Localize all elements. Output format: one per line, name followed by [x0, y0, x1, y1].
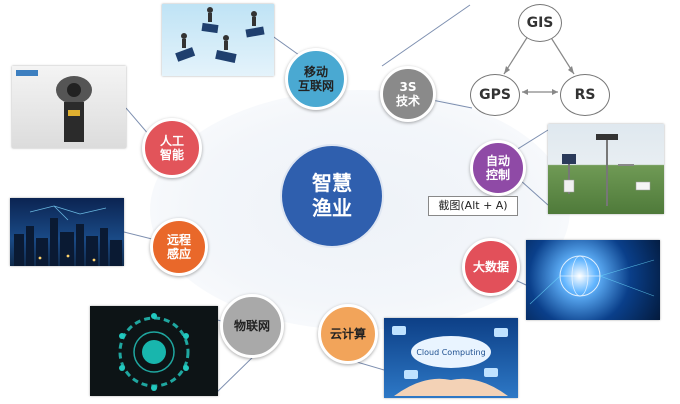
mobile-internet-image [162, 4, 274, 76]
remote-sensing-city-image [10, 198, 124, 266]
node-big-data: 大数据 [462, 238, 520, 296]
cloud-hands-icon: Cloud Computing [392, 326, 508, 396]
screenshot-tooltip: 截图(Alt + A) [428, 196, 518, 216]
cloud-text: Cloud Computing [416, 348, 485, 357]
cloud-computing-image: Cloud Computing [384, 318, 518, 398]
node-iot-label: 物联网 [233, 319, 270, 333]
node-big-data-label: 大数据 [472, 260, 509, 274]
node-auto-control: 自动 控制 [470, 140, 526, 196]
rs-label: RS [574, 87, 596, 103]
big-data-globe-image [526, 240, 660, 320]
node-iot: 物联网 [220, 294, 284, 358]
robot-camera-icon [16, 70, 92, 142]
gis-node: GIS [518, 4, 562, 42]
gis-arrows [503, 35, 575, 95]
gis-label: GIS [526, 15, 554, 31]
gis-gps-rs-diagram: GIS GPS RS [464, 4, 614, 120]
rs-node: RS [560, 74, 610, 116]
node-mobile-internet-label: 移动 互联网 [297, 65, 334, 93]
node-3s-tech: 3S 技术 [380, 66, 436, 122]
weather-station-icon [562, 134, 651, 206]
node-3s-tech-label: 3S 技术 [395, 80, 420, 108]
center-label: 智慧 渔业 [312, 171, 352, 220]
center-smart-fishery: 智慧 渔业 [282, 146, 382, 246]
node-ai-label: 人工 智能 [159, 134, 184, 162]
city-skyline-icon [14, 205, 122, 266]
gps-label: GPS [479, 87, 511, 103]
iot-ring-icon [118, 313, 190, 391]
node-mobile-internet: 移动 互联网 [285, 48, 347, 110]
globe-icon [529, 255, 655, 305]
auto-control-station-image [548, 124, 664, 214]
node-cloud-computing-label: 云计算 [329, 327, 366, 341]
node-remote-sensing-label: 远程 感应 [166, 233, 191, 261]
node-auto-control-label: 自动 控制 [485, 154, 510, 182]
gps-node: GPS [470, 74, 520, 116]
ai-robot-image [12, 66, 126, 148]
node-ai: 人工 智能 [142, 118, 202, 178]
node-remote-sensing: 远程 感应 [150, 218, 208, 276]
phones-people-icon [175, 7, 265, 63]
node-cloud-computing: 云计算 [318, 304, 378, 364]
iot-ring-image [90, 306, 218, 396]
